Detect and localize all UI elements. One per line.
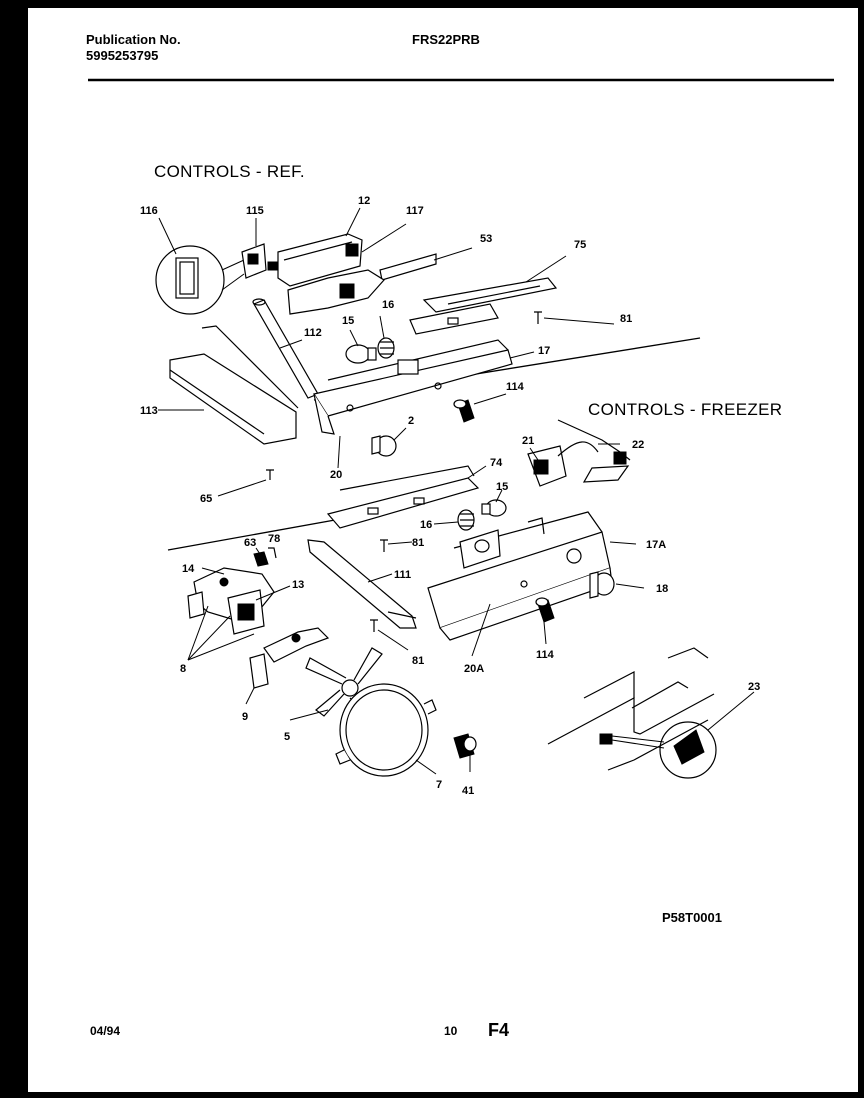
part-label-20a: 20A (464, 663, 484, 675)
publication-number: 5995253795 (86, 48, 159, 63)
part-label-17a: 17A (646, 539, 666, 551)
part-label-114: 114 (506, 381, 525, 393)
part-label-20: 20 (330, 469, 342, 481)
leader-lines (158, 207, 755, 775)
exploded-parts-diagram: 116 115 12 117 53 75 81 16 15 112 17 113… (88, 78, 834, 797)
part-label-14: 14 (182, 563, 195, 575)
part-label-63: 63 (244, 537, 256, 549)
part-label-115: 115 (246, 205, 264, 217)
part-label-9: 9 (242, 711, 248, 723)
socket-16 (377, 337, 395, 359)
part-label-16: 16 (382, 299, 394, 311)
capillary-tube-22 (557, 419, 631, 483)
scan-speck (14, 856, 17, 859)
screw-65 (266, 469, 274, 480)
part-label-111: 111 (394, 569, 411, 581)
footer-date: 04/94 (90, 1024, 121, 1038)
knob-18 (589, 571, 615, 599)
parts-sheet: Publication No. 5995253795 FRS22PRB (28, 8, 858, 1092)
part-label-7: 7 (436, 779, 442, 791)
publication-label: Publication No. (86, 32, 181, 47)
part-label-81b: 81 (412, 537, 424, 549)
fan-motor-13 (227, 589, 265, 635)
part-label-8: 8 (180, 663, 186, 675)
part-label-2: 2 (408, 415, 414, 427)
screw-81c (370, 619, 378, 632)
part-label-5: 5 (284, 731, 290, 743)
part-label-113: 113 (140, 405, 158, 417)
thermostat-21 (527, 441, 599, 487)
knob-2 (371, 435, 397, 457)
control-housing-17 (313, 339, 513, 435)
page-number: 10 (444, 1024, 458, 1038)
part-label-74: 74 (490, 457, 503, 469)
part-label-15b: 15 (496, 481, 508, 493)
part-label-53: 53 (480, 233, 492, 245)
part-label-17: 17 (538, 345, 550, 357)
section-title-ref: CONTROLS - REF. (154, 162, 305, 181)
cabinet-detail (547, 647, 717, 779)
screw-81 (534, 311, 542, 324)
control-housing-17a (427, 511, 613, 641)
part-label-75: 75 (574, 239, 586, 251)
part-label-23: 23 (748, 681, 760, 693)
part-label-13: 13 (292, 579, 304, 591)
screw-114b (535, 597, 555, 623)
control-housing (267, 233, 363, 287)
diagram-code: P58T0001 (662, 910, 722, 925)
clip-63 (253, 551, 269, 567)
section-title-freezer: CONTROLS - FREEZER (588, 400, 783, 419)
part-label-116: 116 (140, 205, 158, 217)
section-divider (167, 517, 347, 551)
clip-78 (268, 547, 277, 559)
part-label-18: 18 (656, 583, 668, 595)
part-label-81: 81 (620, 313, 632, 325)
bracket-111 (307, 539, 417, 629)
cover-strip-53 (287, 253, 437, 315)
part-label-112: 112 (304, 327, 322, 339)
screw-81b (380, 539, 388, 552)
thermostat-knob-detail (155, 245, 245, 315)
section-code: F4 (488, 1020, 510, 1040)
part-label-12: 12 (358, 195, 370, 207)
part-label-41: 41 (462, 785, 474, 797)
light-shield-75 (409, 277, 558, 335)
part-label-117: 117 (406, 205, 424, 217)
light-shield-74 (326, 465, 480, 529)
trim-panel-113 (169, 325, 299, 445)
part-label-21: 21 (522, 435, 534, 447)
part-label-22: 22 (632, 439, 644, 451)
bracket-9 (249, 627, 330, 689)
part-label-114b: 114 (536, 649, 555, 661)
control-bracket-115 (241, 243, 267, 279)
part-label-81c: 81 (412, 655, 424, 667)
shaft-112 (252, 298, 319, 399)
light-bulb-15 (345, 344, 377, 364)
model-number: FRS22PRB (412, 32, 480, 47)
part-label-15: 15 (342, 315, 354, 327)
part-label-65: 65 (200, 493, 212, 505)
screw-114a (453, 399, 475, 423)
part-label-16b: 16 (420, 519, 432, 531)
part-label-78: 78 (268, 533, 280, 545)
fan-shroud-7 (335, 683, 437, 777)
screw-41 (453, 733, 477, 759)
light-bulb-15b (481, 499, 507, 517)
socket-16b (457, 509, 475, 531)
